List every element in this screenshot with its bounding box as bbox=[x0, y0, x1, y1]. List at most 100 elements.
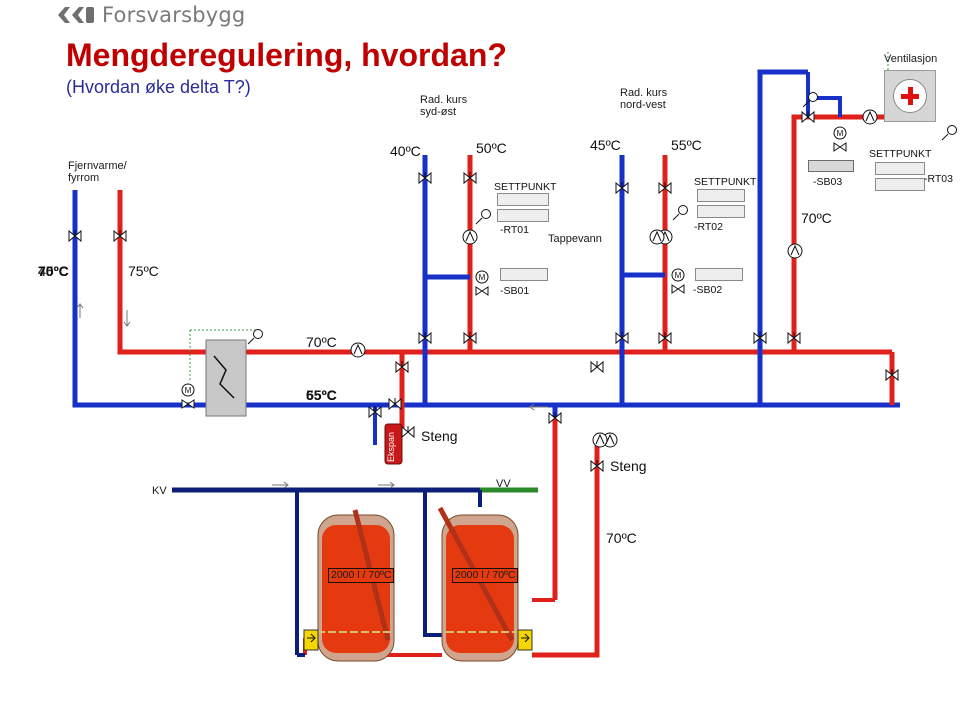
tank-1-label: 2000 l / 70ºC bbox=[328, 568, 395, 583]
district-heat-cold-pipe bbox=[72, 190, 900, 408]
valve-icon[interactable] bbox=[113, 229, 127, 243]
rt02-label: -RT02 bbox=[694, 221, 723, 233]
valves bbox=[68, 110, 899, 473]
temperature-sensors bbox=[247, 92, 957, 345]
district-heat-hot-pipe bbox=[117, 190, 892, 355]
temp-left-a: 70ºC bbox=[38, 263, 69, 279]
temp-left-b: 45ºC bbox=[38, 263, 69, 279]
valve-icon[interactable] bbox=[885, 368, 899, 382]
vent-cold-pipe bbox=[757, 69, 808, 405]
valve-icon[interactable] bbox=[401, 425, 415, 439]
pump-icon[interactable] bbox=[592, 432, 608, 448]
setpoint-field-sb02[interactable] bbox=[695, 268, 743, 281]
expansion-vessel bbox=[384, 423, 403, 465]
valve-icon[interactable] bbox=[68, 229, 82, 243]
setpoint-field-rt02-top[interactable] bbox=[697, 189, 745, 202]
logo-mark-icon bbox=[58, 7, 94, 23]
cold-water-tank2 bbox=[423, 490, 442, 637]
sensor-icon bbox=[247, 329, 263, 345]
valve-icon[interactable] bbox=[787, 331, 801, 345]
settpunkt-rad-sydost: SETTPUNKT bbox=[494, 181, 557, 193]
temp-tank-loop: 70ºC bbox=[606, 530, 637, 546]
flow-arrows bbox=[76, 303, 548, 489]
temp-return-a: 65ºC bbox=[306, 387, 337, 403]
svg-text:M: M bbox=[837, 129, 844, 138]
temp-rad-sydost-return: 40ºC bbox=[390, 143, 421, 159]
motor-valve-icon[interactable]: M bbox=[833, 126, 847, 152]
settpunkt-ventilation: SETTPUNKT bbox=[869, 148, 932, 160]
tank-loop bbox=[532, 472, 600, 658]
page-title: Mengderegulering, hvordan? bbox=[66, 37, 507, 73]
valve-icon[interactable] bbox=[463, 171, 477, 185]
valve-icon[interactable] bbox=[615, 331, 629, 345]
svg-text:M: M bbox=[479, 273, 486, 282]
tank-2-label: 2000 l / 70ºC bbox=[452, 568, 519, 583]
pump-icon[interactable] bbox=[649, 229, 665, 245]
steng-label-lower: Steng bbox=[610, 458, 647, 474]
temp-rad-nordvest-supply: 55ºC bbox=[671, 137, 702, 153]
rad-nordvest-label-1: Rad. kurs bbox=[620, 87, 668, 99]
rad-nordvest-label-2: nord-vest bbox=[620, 99, 666, 111]
pump-icon[interactable] bbox=[462, 229, 478, 245]
fjernvarme-label-2: fyrrom bbox=[68, 172, 100, 184]
motor-valve-icon[interactable]: M bbox=[671, 268, 685, 294]
sb01-label: -SB01 bbox=[500, 285, 530, 297]
valve-icon[interactable] bbox=[418, 171, 432, 185]
pumps bbox=[350, 109, 878, 448]
setpoint-field-rt01-bottom[interactable] bbox=[497, 209, 549, 222]
temp-return-b: 55ºC bbox=[306, 387, 337, 403]
steng-label-upper: Steng bbox=[421, 428, 458, 444]
vv-label: VV bbox=[496, 478, 511, 490]
valve-icon[interactable] bbox=[395, 360, 409, 374]
forsvarsbygg-logo: Forsvarsbygg bbox=[56, 2, 245, 28]
setpoint-field-rt03-bottom[interactable] bbox=[875, 178, 925, 191]
setpoint-field-rt03-top[interactable] bbox=[875, 162, 925, 175]
setpoint-field-rt02-bottom[interactable] bbox=[697, 205, 745, 218]
valve-icon[interactable] bbox=[658, 181, 672, 195]
rad-sydost-label-2: syd-øst bbox=[420, 106, 457, 118]
coil-connector-1 bbox=[303, 629, 319, 651]
svg-text:M: M bbox=[185, 386, 192, 395]
valve-icon[interactable] bbox=[368, 405, 382, 419]
motor-valve-icon[interactable]: M bbox=[475, 270, 489, 296]
storage-tank-1 bbox=[306, 509, 395, 662]
setpoint-field-sb01[interactable] bbox=[500, 268, 548, 281]
setpoint-field-rt01-top[interactable] bbox=[497, 193, 549, 206]
ventilation-unit bbox=[884, 70, 936, 122]
ventilation-heater-icon bbox=[893, 79, 927, 113]
pump-icon[interactable] bbox=[350, 342, 366, 358]
kv-label: KV bbox=[152, 485, 167, 497]
svg-text:M: M bbox=[675, 271, 682, 280]
valve-icon[interactable] bbox=[590, 459, 604, 473]
ventilasjon-label: Ventilasjon bbox=[884, 53, 938, 65]
setpoint-field-sb03[interactable] bbox=[808, 160, 854, 172]
motor-valve-icon[interactable]: M bbox=[181, 383, 195, 409]
valve-icon[interactable] bbox=[548, 411, 562, 425]
sensor-icon bbox=[802, 92, 818, 108]
valve-icon[interactable] bbox=[753, 331, 767, 345]
sb02-label: -SB02 bbox=[693, 284, 723, 296]
valve-icon[interactable] bbox=[615, 181, 629, 195]
valve-icon[interactable] bbox=[801, 110, 815, 124]
sensor-icon bbox=[941, 125, 957, 141]
settpunkt-rad-nordvest: SETTPUNKT bbox=[694, 176, 757, 188]
brand-name: Forsvarsbygg bbox=[102, 3, 246, 27]
valve-icon[interactable] bbox=[590, 360, 604, 374]
sb03-label: -SB03 bbox=[813, 176, 843, 188]
page-subtitle: (Hvordan øke delta T?) bbox=[66, 77, 251, 97]
temp-supply-75: 75ºC bbox=[128, 263, 159, 279]
temp-hx-supply: 70ºC bbox=[306, 334, 337, 350]
heat-exchanger bbox=[205, 339, 247, 417]
sensor-icon bbox=[475, 209, 491, 225]
coil-connector-2 bbox=[517, 629, 533, 651]
valve-icon[interactable] bbox=[463, 331, 477, 345]
valve-icon[interactable] bbox=[418, 331, 432, 345]
sensor-icon bbox=[672, 205, 688, 221]
valve-icon[interactable] bbox=[658, 331, 672, 345]
motor-actuators: M M M M bbox=[181, 126, 847, 409]
rad-sydost-label-1: Rad. kurs bbox=[420, 94, 468, 106]
pump-icon[interactable] bbox=[787, 243, 803, 259]
valve-icon[interactable] bbox=[388, 397, 402, 411]
pump-icon[interactable] bbox=[862, 109, 878, 125]
